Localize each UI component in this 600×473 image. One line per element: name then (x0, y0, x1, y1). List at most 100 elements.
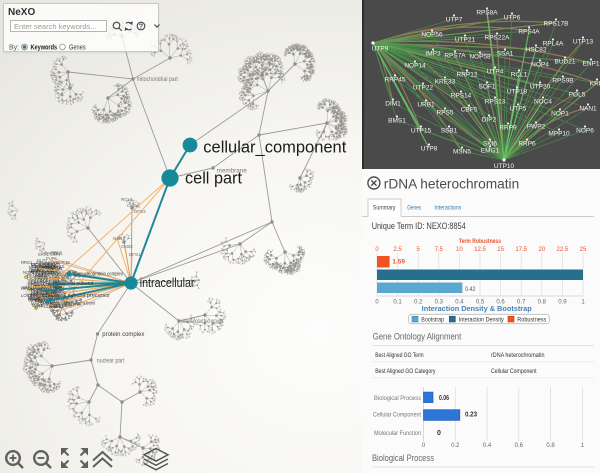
svg-text:REI1 CIC1: REI1 CIC1 (27, 273, 48, 278)
svg-text:Biological Process: Biological Process (372, 453, 434, 464)
svg-text:YTM1: YTM1 (29, 296, 41, 301)
svg-text:RPS22A: RPS22A (485, 35, 511, 42)
svg-text:Genes: Genes (69, 43, 86, 52)
svg-text:UTP7: UTP7 (446, 17, 463, 24)
svg-text:MAK16 MAK16: MAK16 MAK16 (31, 301, 60, 306)
svg-text:BMS1: BMS1 (388, 118, 406, 125)
svg-text:ribosomal subunit: ribosomal subunit (53, 281, 93, 287)
svg-text:By:: By: (9, 45, 19, 52)
svg-text:Biological Process: Biological Process (374, 395, 422, 402)
svg-text:membrane: membrane (217, 169, 248, 175)
svg-text:RPS4A: RPS4A (38, 287, 52, 292)
svg-text:0.4: 0.4 (483, 443, 492, 449)
svg-text:NOP15 SDA1: NOP15 SDA1 (34, 275, 61, 280)
svg-text:Best Aligned GO Term: Best Aligned GO Term (375, 352, 423, 359)
svg-text:RPL4A: RPL4A (543, 41, 564, 48)
svg-text:UTP13: UTP13 (35, 304, 49, 309)
svg-text:SOF1: SOF1 (479, 84, 496, 91)
svg-text:BRX1 RPL7A: BRX1 RPL7A (32, 264, 58, 269)
svg-text:RLP7: RLP7 (37, 258, 48, 263)
svg-text:UTP18: UTP18 (507, 89, 528, 96)
svg-text:Bootstrap: Bootstrap (421, 317, 444, 324)
svg-text:?: ? (139, 22, 143, 31)
svg-text:Summary: Summary (373, 205, 396, 212)
svg-text:RPL6B: RPL6B (48, 265, 61, 270)
svg-text:1: 1 (581, 300, 585, 306)
svg-text:UTP21: UTP21 (455, 37, 476, 44)
svg-text:RPS8A: RPS8A (476, 10, 498, 17)
svg-text:EMG1: EMG1 (481, 148, 500, 155)
svg-text:ERB1 MAK5: ERB1 MAK5 (34, 290, 58, 295)
svg-text:RPF2: RPF2 (43, 265, 54, 270)
svg-text:CKE2: CKE2 (127, 203, 139, 208)
svg-text:RPL3: RPL3 (51, 250, 62, 255)
svg-text:rDNA heterochromatin: rDNA heterochromatin (491, 352, 545, 359)
svg-text:TIF6: TIF6 (47, 263, 56, 268)
svg-text:Interaction Density: Interaction Density (459, 317, 505, 324)
svg-text:RPL3: RPL3 (42, 265, 53, 270)
svg-text:2.5: 2.5 (393, 247, 402, 253)
svg-text:RLP24: RLP24 (47, 261, 60, 266)
svg-text:NOG2: NOG2 (45, 301, 58, 306)
svg-text:MAK16: MAK16 (56, 260, 70, 265)
svg-text:RRS1: RRS1 (21, 260, 33, 265)
svg-text:RPS5: RPS5 (437, 110, 454, 117)
svg-text:RPS8A: RPS8A (46, 272, 60, 277)
svg-text:0: 0 (375, 300, 379, 306)
svg-text:PUF6: PUF6 (40, 300, 51, 305)
svg-text:0: 0 (422, 443, 426, 449)
svg-text:SPB4: SPB4 (56, 303, 67, 308)
svg-text:7.5: 7.5 (435, 247, 444, 253)
svg-text:RPS4A NOP15: RPS4A NOP15 (28, 282, 57, 287)
svg-text:SKI6: SKI6 (483, 141, 497, 148)
svg-text:Genes: Genes (407, 205, 421, 212)
svg-text:0.8: 0.8 (538, 300, 547, 306)
svg-text:MSN5: MSN5 (453, 149, 471, 156)
svg-text:Interaction Density & Bootstra: Interaction Density & Bootstrap (422, 306, 532, 313)
svg-text:NOP7: NOP7 (31, 287, 43, 292)
svg-text:NOP7 NOP15: NOP7 NOP15 (31, 290, 58, 295)
svg-text:UTP4: UTP4 (487, 69, 504, 76)
svg-text:NOP14: NOP14 (404, 63, 426, 70)
svg-text:SDA1: SDA1 (48, 260, 60, 265)
svg-text:DRS1 LOC1: DRS1 LOC1 (36, 295, 60, 300)
svg-text:DBP10 MAK5: DBP10 MAK5 (36, 272, 63, 277)
svg-text:REI1: REI1 (45, 270, 55, 275)
svg-text:NOP56: NOP56 (421, 32, 443, 39)
svg-text:HAS1: HAS1 (48, 296, 60, 301)
svg-text:ERB1: ERB1 (39, 263, 51, 268)
svg-text:NOP4: NOP4 (531, 62, 549, 69)
svg-text:RPS4A SPB4: RPS4A SPB4 (28, 296, 54, 301)
svg-text:CIC1: CIC1 (31, 262, 41, 267)
svg-text:0.23: 0.23 (465, 412, 477, 419)
svg-text:UTP9: UTP9 (372, 46, 389, 53)
svg-text:NAN1: NAN1 (579, 106, 597, 113)
svg-text:RRP9: RRP9 (499, 125, 517, 132)
svg-text:LOC1: LOC1 (21, 293, 33, 298)
svg-text:RRP6: RRP6 (518, 141, 536, 148)
svg-text:NOG1: NOG1 (49, 304, 62, 309)
svg-text:IMP3: IMP3 (425, 51, 441, 58)
svg-text:10: 10 (456, 247, 463, 253)
svg-text:NOP12 NOP12: NOP12 NOP12 (31, 281, 60, 286)
svg-text:0.42: 0.42 (465, 286, 476, 293)
svg-text:CIC1 RPF2: CIC1 RPF2 (27, 276, 49, 281)
svg-text:0.6: 0.6 (515, 443, 524, 449)
svg-text:0.2: 0.2 (414, 300, 423, 306)
svg-text:CBF5: CBF5 (461, 107, 478, 114)
svg-text:NOP56 RLP24: NOP56 RLP24 (31, 292, 59, 297)
svg-text:0.3: 0.3 (435, 300, 444, 306)
svg-text:BRX1 RPL7A: BRX1 RPL7A (31, 262, 57, 267)
svg-text:URB1: URB1 (417, 102, 435, 109)
svg-text:CKB2: CKB2 (121, 244, 133, 249)
svg-text:NOP7 MAK16: NOP7 MAK16 (31, 287, 58, 292)
svg-text:PWP2: PWP2 (527, 124, 546, 131)
svg-text:BRX1: BRX1 (53, 304, 65, 309)
svg-text:RPL3: RPL3 (36, 260, 47, 265)
svg-text:RCL5: RCL5 (121, 197, 133, 202)
svg-text:SPB4 RPL3: SPB4 RPL3 (29, 298, 52, 303)
svg-text:0.1: 0.1 (393, 300, 402, 306)
svg-text:mitochondrial part: mitochondrial part (137, 77, 178, 83)
svg-text:ribonucleoprotein complex: ribonucleoprotein complex (73, 272, 123, 278)
svg-text:UTP10: UTP10 (494, 163, 515, 169)
